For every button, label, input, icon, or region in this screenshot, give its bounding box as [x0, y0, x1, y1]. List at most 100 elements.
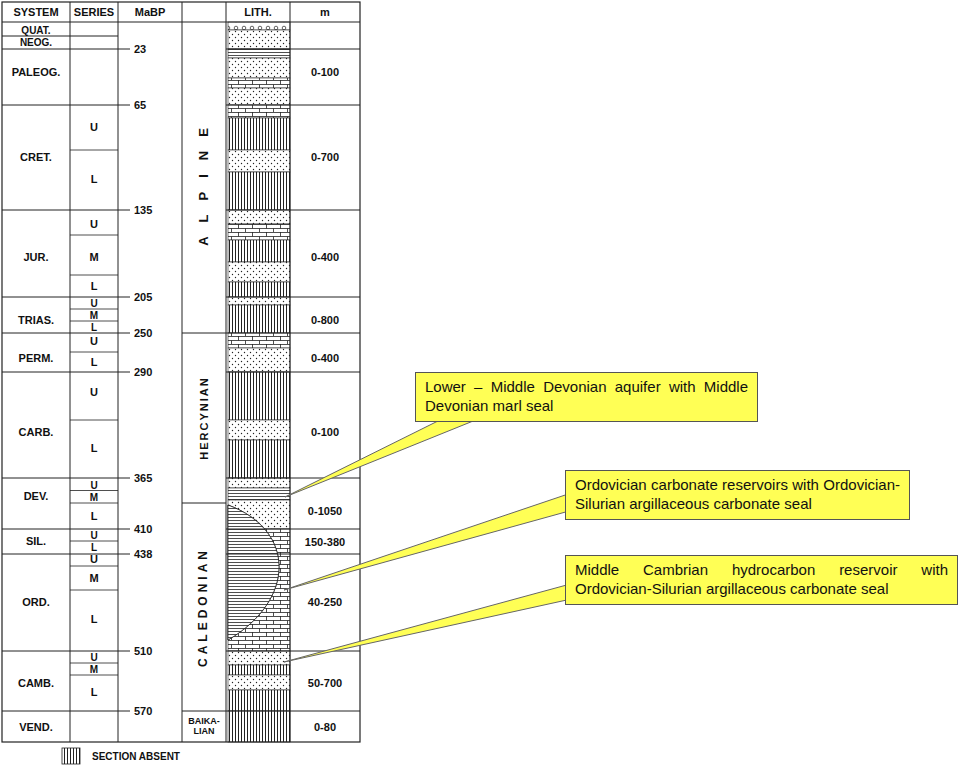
table-label: M — [90, 492, 98, 503]
table-rule — [70, 150, 118, 151]
table-label: TRIAS. — [18, 314, 54, 326]
table-label: ALPINE — [197, 114, 211, 246]
table-label: 205 — [134, 291, 152, 303]
callout-text: Lower – Middle Devonian aquifer with Mid… — [425, 378, 748, 416]
lithology-band — [228, 30, 290, 49]
table-label: 570 — [134, 705, 152, 717]
callout-box: Middle Cambrian hydrocarbon reservoir wi… — [565, 555, 958, 605]
table-label: LITH. — [244, 6, 272, 18]
table-label: VEND. — [19, 721, 53, 733]
table-rule — [182, 333, 226, 334]
table-label: 250 — [134, 327, 152, 339]
table-label: M — [89, 572, 98, 584]
table-label: PALEOG. — [12, 66, 61, 78]
table-label: L — [91, 322, 97, 333]
table-label: SYSTEM — [13, 6, 58, 18]
table-label: CRET. — [20, 151, 52, 163]
table-label: U — [90, 652, 97, 663]
lithology-band — [228, 420, 290, 440]
callout-box: Lower – Middle Devonian aquifer with Mid… — [415, 372, 758, 422]
table-rule — [2, 554, 130, 555]
lithology-band — [228, 58, 290, 78]
table-rule — [70, 420, 118, 421]
lithology-band — [228, 78, 290, 88]
lithology-band — [228, 105, 290, 118]
callout-pointer — [284, 580, 585, 662]
table-label: 150-380 — [305, 536, 345, 548]
table-label: ORD. — [22, 596, 50, 608]
legend-text: SECTION ABSENT — [92, 751, 180, 762]
lithology-band — [228, 210, 290, 224]
table-rule — [2, 105, 130, 106]
table-rule — [70, 275, 118, 276]
table-label: 50-700 — [308, 677, 342, 689]
table-rule — [226, 554, 360, 555]
table-rule — [2, 297, 130, 298]
table-rule — [2, 333, 130, 334]
table-label: 65 — [134, 99, 146, 111]
strat-table — [2, 2, 360, 764]
table-label: 0-400 — [311, 251, 339, 263]
lithology-band — [228, 488, 290, 500]
table-label: SIL. — [26, 535, 46, 547]
lithology-band — [228, 651, 290, 665]
table-label: 410 — [134, 523, 152, 535]
table-frame — [2, 2, 360, 742]
table-rule — [70, 352, 118, 353]
lithology-band — [228, 150, 290, 172]
table-label: U — [90, 553, 98, 565]
lithology-band — [228, 675, 290, 690]
lithology-band — [228, 172, 290, 210]
table-label: U — [90, 480, 97, 491]
table-label: M — [89, 251, 98, 263]
table-rule — [182, 711, 226, 712]
lithology-band — [228, 282, 290, 297]
lithology-band — [228, 262, 290, 282]
lithology-band — [228, 690, 290, 711]
table-rule — [2, 711, 130, 712]
lithology-band — [228, 305, 290, 333]
table-rule — [70, 235, 118, 236]
table-label: SERIES — [74, 6, 114, 18]
table-rule — [70, 590, 118, 591]
lithology-band — [228, 297, 290, 305]
table-rule — [70, 503, 118, 504]
table-label: L — [91, 613, 98, 625]
lithology-band — [228, 224, 290, 240]
table-label: 0-800 — [311, 314, 339, 326]
table-label: 0-1050 — [308, 505, 342, 517]
table-label: CALEDONIAN — [197, 547, 210, 667]
table-rule — [2, 372, 130, 373]
table-label: L — [91, 510, 98, 522]
table-label: 0-100 — [311, 66, 339, 78]
table-rule — [70, 541, 118, 542]
table-label: MaBP — [135, 6, 166, 18]
lithology-band — [228, 440, 290, 478]
table-rule — [2, 21, 360, 22]
table-label: NEOG. — [20, 37, 52, 48]
table-rule — [226, 651, 360, 652]
table-label: 0-700 — [311, 151, 339, 163]
callout-pointer — [284, 490, 580, 590]
table-label: QUAT. — [21, 25, 50, 36]
table-rule — [70, 566, 118, 567]
table-rule — [2, 529, 130, 530]
table-label: M — [90, 664, 98, 675]
table-rule — [182, 503, 226, 504]
table-rule — [226, 711, 360, 712]
table-rule — [2, 651, 130, 652]
table-label: U — [90, 218, 98, 230]
table-rule — [70, 675, 118, 676]
table-label: HERCYNIAN — [198, 376, 210, 459]
legend-sample — [62, 748, 80, 764]
table-label: 438 — [134, 548, 152, 560]
table-rule — [226, 297, 360, 298]
table-rule — [70, 663, 118, 664]
shale-wedge — [228, 505, 279, 640]
lithology-band — [228, 22, 290, 30]
table-rule — [226, 333, 360, 334]
lithology-band — [228, 711, 290, 742]
lithology-band — [228, 665, 290, 675]
lithology-band — [228, 240, 290, 262]
